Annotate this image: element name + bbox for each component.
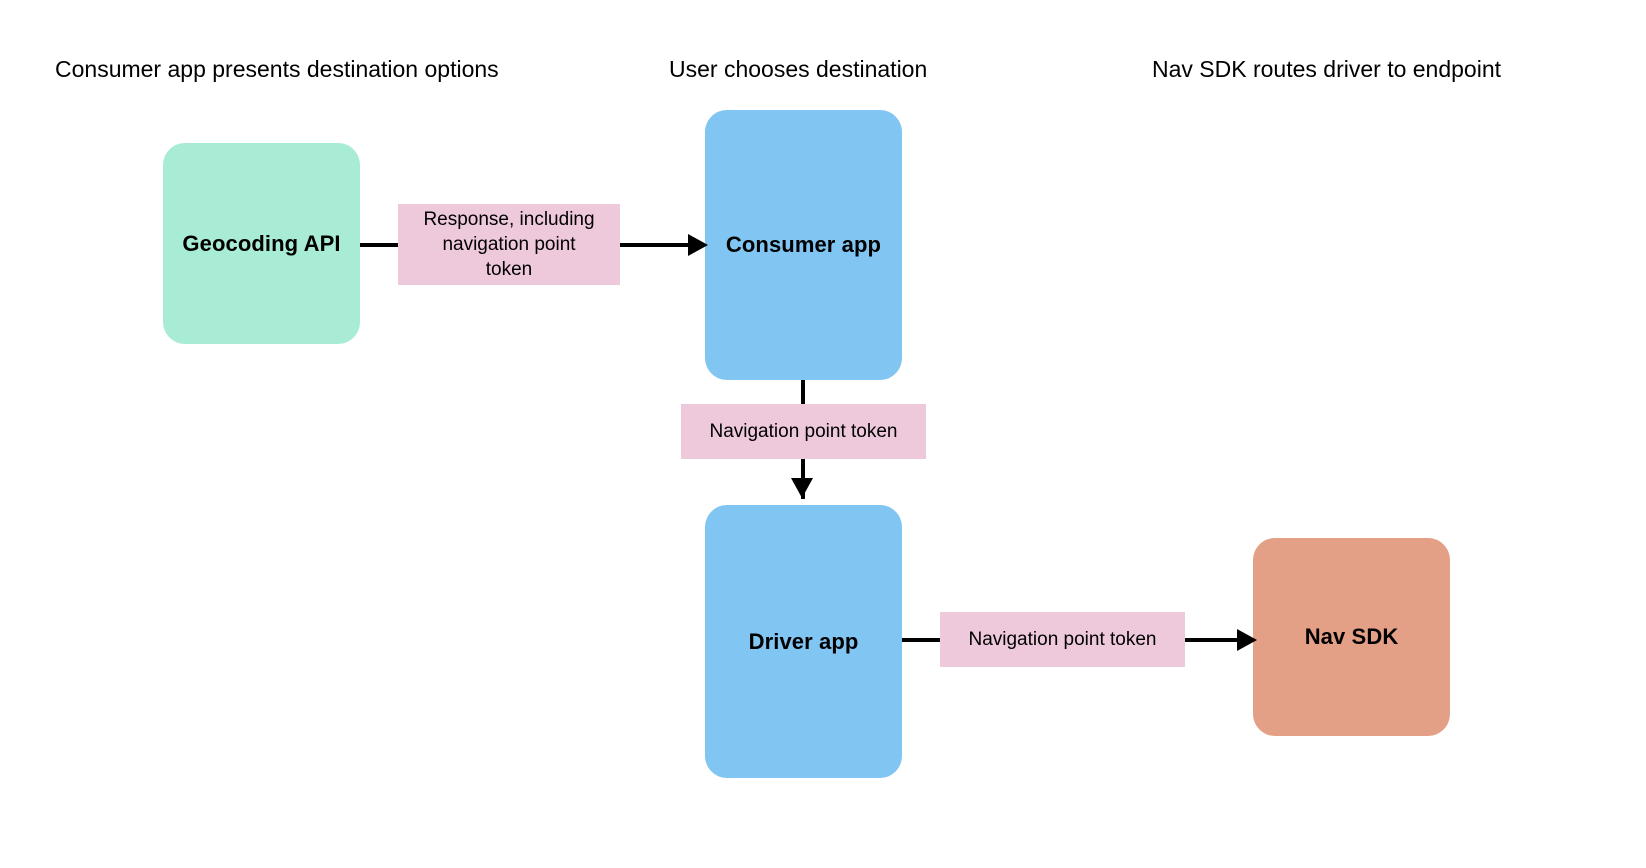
column-header-consumer-app-presents: Consumer app presents destination option…: [55, 56, 499, 82]
arrowhead-into-consumer-app: [688, 234, 708, 256]
column-header-nav-sdk-routes: Nav SDK routes driver to endpoint: [1152, 56, 1502, 82]
edge-label-nav-token-2-text: Navigation point token: [968, 629, 1157, 650]
node-driver-app[interactable]: Driver app: [705, 505, 902, 778]
edge-label-navigation-point-token-driver-navsdk: Navigation point token: [940, 612, 1185, 667]
node-geocoding-api-label: Geocoding API: [182, 230, 341, 256]
arrowhead-into-nav-sdk: [1237, 629, 1257, 651]
edge-label-navigation-point-token-consumer-driver: Navigation point token: [681, 404, 926, 459]
connector-consumer-app-to-nav-token-label: [801, 380, 805, 408]
node-geocoding-api[interactable]: Geocoding API: [163, 143, 360, 344]
connector-response-label-to-consumer-app: [617, 243, 689, 247]
connector-nav-token-label-to-nav-sdk: [1182, 638, 1238, 642]
node-nav-sdk-label: Nav SDK: [1304, 624, 1399, 649]
connector-nav-token-label-to-driver-app: [801, 455, 805, 499]
node-consumer-app-label: Consumer app: [725, 232, 882, 257]
arrowhead-into-driver-app: [791, 478, 813, 498]
node-consumer-app[interactable]: Consumer app: [705, 110, 902, 380]
edge-label-nav-token-1-text: Navigation point token: [709, 421, 898, 442]
column-header-user-chooses: User chooses destination: [669, 56, 928, 82]
node-driver-app-label: Driver app: [748, 628, 859, 654]
connector-geocoding-to-response-label: [360, 243, 402, 247]
connector-driver-app-to-nav-token-label: [902, 638, 944, 642]
node-nav-sdk[interactable]: Nav SDK: [1253, 538, 1450, 736]
